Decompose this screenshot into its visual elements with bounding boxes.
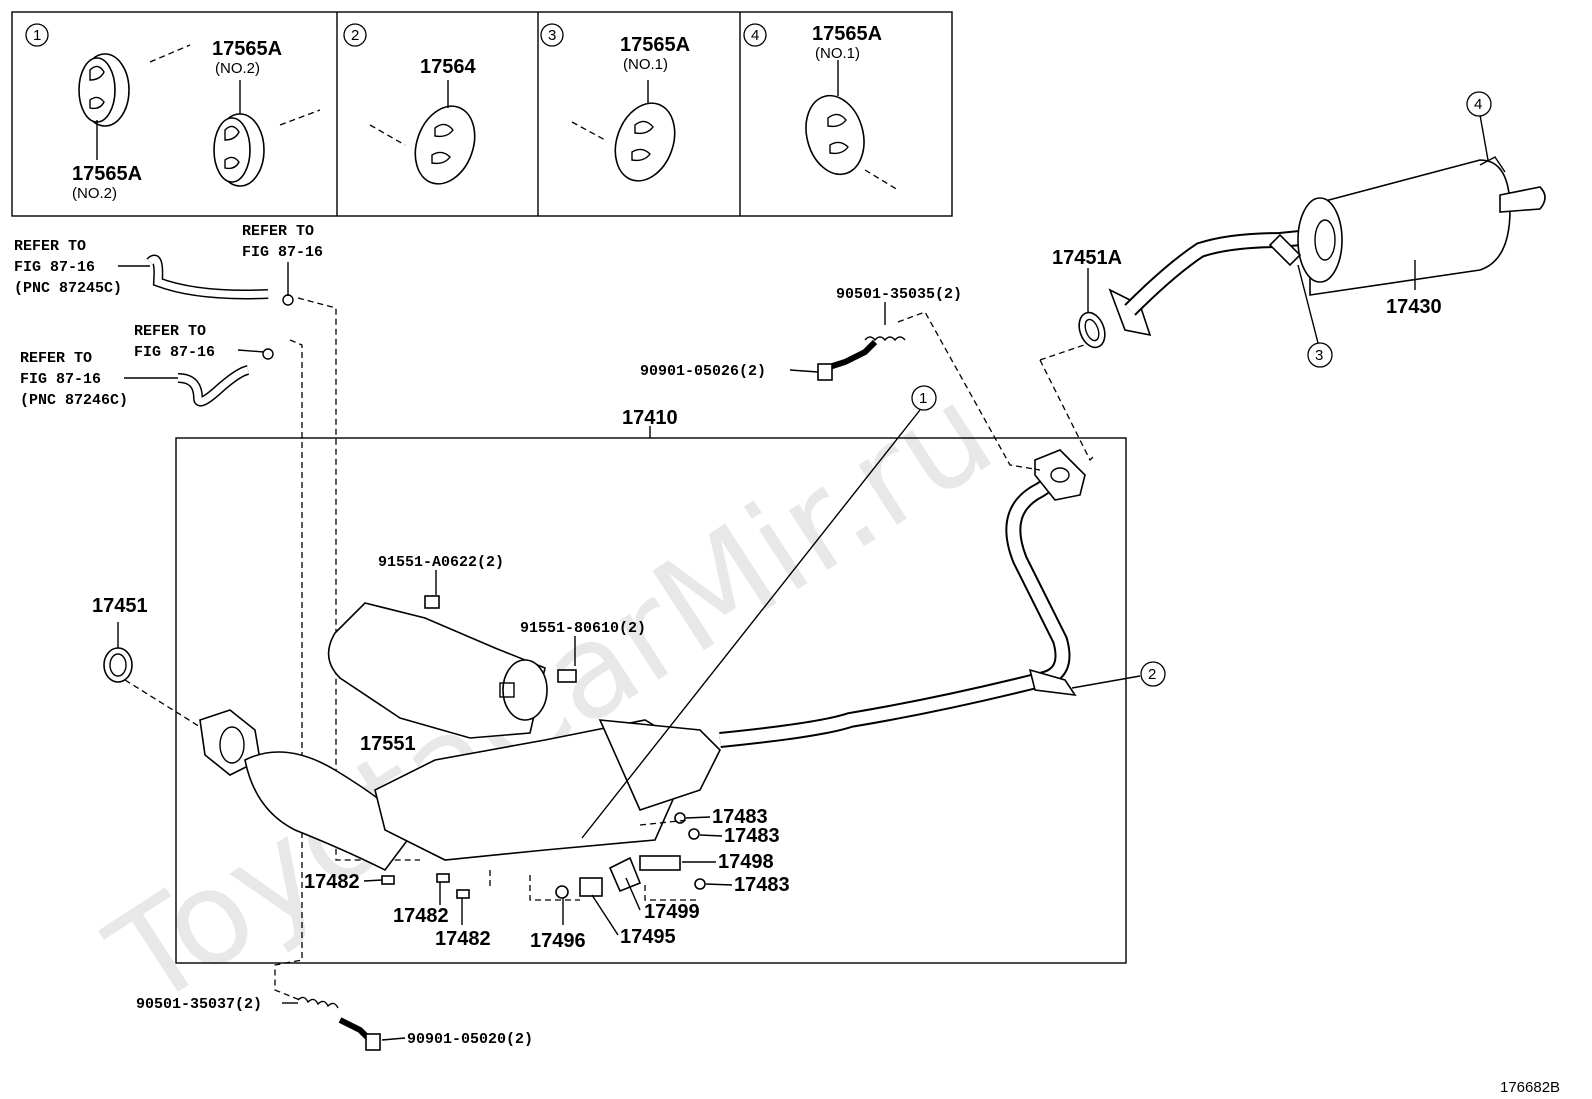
callout-1-circle: [911, 385, 937, 411]
part-label: 17565A: [620, 34, 690, 56]
part-17483-label-b: 17483: [724, 825, 780, 847]
part-17551-label: 17551: [360, 733, 416, 755]
assembly-box-17410: [175, 437, 1127, 964]
part-17451-label: 17451: [92, 595, 148, 617]
exhaust-hanger-icon: [78, 53, 130, 127]
svg-text:FIG 87-16: FIG 87-16: [14, 259, 95, 276]
inset-1-num: 1: [33, 27, 41, 44]
spring-bolt-upper: [817, 336, 906, 381]
part-90901-05020-label: 90901-05020(2): [407, 1031, 533, 1048]
inset-panels: [11, 11, 953, 217]
svg-text:(PNC 87246C): (PNC 87246C): [20, 392, 128, 409]
part-17496-label: 17496: [530, 930, 586, 952]
bolt-91551-80610: [557, 636, 577, 683]
part-label: 17564: [420, 56, 476, 78]
part-17483-label-a: 17483: [712, 806, 768, 828]
inset-3: 3 17565A (NO.1): [540, 23, 690, 182]
exhaust-hanger-icon: [805, 94, 865, 176]
part-sublabel: (NO.1): [623, 56, 668, 73]
part-17482-label-b: 17482: [393, 905, 449, 927]
callout-4: 4: [1474, 96, 1482, 113]
exhaust-hanger-icon: [213, 113, 265, 187]
exhaust-hanger-icon: [614, 102, 676, 182]
svg-text:3: 3: [548, 27, 556, 44]
spring-bolt-lower: [297, 996, 381, 1051]
callout-1: 1: [919, 390, 927, 407]
part-label: 17565A: [212, 38, 282, 60]
bolt-91551-A0622: [424, 570, 440, 609]
svg-text:REFER TO: REFER TO: [242, 223, 314, 240]
part-label: 17565A: [812, 23, 882, 45]
refer-note-4: REFER TO FIG 87-16 (PNC 87246C): [20, 350, 250, 409]
callout-4-circle: [1466, 91, 1492, 117]
part-90901-05026-label: 90901-05026(2): [640, 363, 766, 380]
gasket-17451A: [1078, 268, 1106, 349]
refer-note-1: REFER TO FIG 87-16 (PNC 87245C): [14, 238, 269, 300]
exhaust-front-pipe: [103, 449, 1086, 872]
callout-3-circle: [1307, 342, 1333, 368]
part-90501-35037-label: 90501-35037(2): [136, 996, 262, 1013]
inset-2: 2 17564: [343, 23, 476, 185]
exhaust-hanger-icon: [414, 105, 476, 185]
part-17495-label: 17495: [620, 926, 676, 948]
part-17499-label: 17499: [644, 901, 700, 923]
inset-1-num-circle: [25, 23, 49, 47]
svg-text:4: 4: [751, 27, 759, 44]
callout-1-leader: [581, 409, 921, 839]
callout-2-circle: [1140, 661, 1166, 687]
part-91551-A0622-label: 91551-A0622(2): [378, 554, 504, 571]
part-17451A-label: 17451A: [1052, 247, 1122, 269]
part-17430-label: 17430: [1386, 296, 1442, 318]
svg-text:(PNC 87245C): (PNC 87245C): [14, 280, 122, 297]
callout-2: 2: [1148, 666, 1156, 683]
part-sublabel: (NO.1): [815, 45, 860, 62]
svg-text:FIG 87-16: FIG 87-16: [20, 371, 101, 388]
small-parts: [381, 812, 706, 901]
svg-text:REFER TO: REFER TO: [134, 323, 206, 340]
inset-1: 1 17565A (NO.2) 17565A (NO.2): [25, 23, 321, 202]
svg-text:FIG 87-16: FIG 87-16: [134, 344, 215, 361]
part-label: 17565A: [72, 163, 142, 185]
muffler-17430: [1108, 156, 1546, 337]
svg-text:2: 2: [351, 27, 359, 44]
part-17483-label-c: 17483: [734, 874, 790, 896]
svg-text:FIG 87-16: FIG 87-16: [242, 244, 323, 261]
part-90501-35035-label: 90501-35035(2): [836, 286, 962, 303]
part-91551-80610-label: 91551-80610(2): [520, 620, 646, 637]
refer-note-3: REFER TO FIG 87-16: [134, 323, 274, 361]
callout-3: 3: [1315, 347, 1323, 364]
inset-4: 4 17565A (NO.1): [743, 23, 899, 191]
part-17482-label-a: 17482: [304, 871, 360, 893]
refer-note-2: REFER TO FIG 87-16: [242, 223, 323, 306]
figure-code: 176682B: [1500, 1079, 1560, 1096]
part-sublabel: (NO.2): [72, 185, 117, 202]
part-17498-label: 17498: [718, 851, 774, 873]
part-17482-label-c: 17482: [435, 928, 491, 950]
part-sublabel: (NO.2): [215, 60, 260, 77]
svg-text:REFER TO: REFER TO: [14, 238, 86, 255]
part-17410-label: 17410: [622, 407, 678, 429]
svg-text:REFER TO: REFER TO: [20, 350, 92, 367]
heat-insulator-17551: [327, 602, 548, 739]
